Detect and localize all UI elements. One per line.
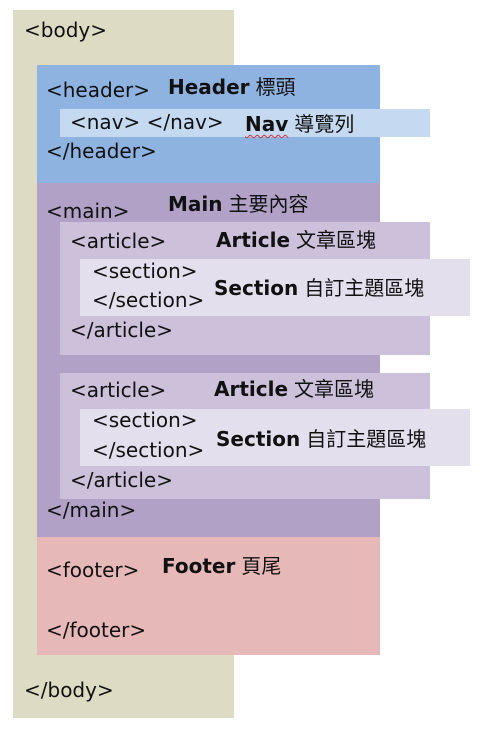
header-open-tag: <header>: [46, 78, 150, 102]
section-open-tag: <section>: [92, 259, 198, 283]
article-close-tag: </article>: [70, 318, 173, 342]
footer-block: [37, 537, 380, 655]
main-close-tag: </main>: [46, 498, 137, 522]
section-label-en: Section: [214, 276, 299, 300]
nav-tags: <nav> </nav>: [70, 110, 224, 134]
footer-open-tag: <footer>: [46, 558, 140, 582]
section-open-tag: <section>: [92, 408, 198, 432]
section-block: [80, 409, 470, 466]
nav-block: [60, 109, 430, 137]
footer-close-tag: </footer>: [46, 618, 147, 642]
article-label-en: Article: [214, 377, 289, 401]
header-label-zh: 標頭: [255, 75, 296, 99]
header-close-tag: </header>: [46, 139, 157, 163]
article-label-en: Article: [216, 228, 291, 252]
section-close-tag: </section>: [92, 288, 205, 312]
article-close-tag: </article>: [70, 468, 173, 492]
nav-close-tag: </nav>: [146, 110, 224, 134]
article-open-tag: <article>: [70, 229, 167, 253]
section-label-en: Section: [216, 427, 301, 451]
article-open-tag: <article>: [70, 378, 167, 402]
section-label-zh: 自訂主題區塊: [304, 276, 425, 300]
footer-label-zh: 頁尾: [241, 554, 282, 578]
nav-label-en: Nav: [245, 112, 289, 136]
nav-open-tag: <nav>: [70, 110, 141, 134]
footer-label-en: Footer: [162, 554, 236, 578]
section-block: [80, 259, 470, 316]
main-open-tag: <main>: [46, 199, 130, 223]
main-label-zh: 主要內容: [228, 192, 309, 216]
section-close-tag: </section>: [92, 438, 205, 462]
section-label-zh: 自訂主題區塊: [306, 427, 427, 451]
article-label-zh: 文章區塊: [294, 377, 375, 401]
body-open-tag: <body>: [24, 18, 107, 42]
article-label-zh: 文章區塊: [296, 228, 377, 252]
nav-label-zh: 導覽列: [294, 112, 355, 136]
body-close-tag: </body>: [24, 678, 114, 702]
main-label-en: Main: [168, 192, 223, 216]
header-label-en: Header: [168, 75, 250, 99]
